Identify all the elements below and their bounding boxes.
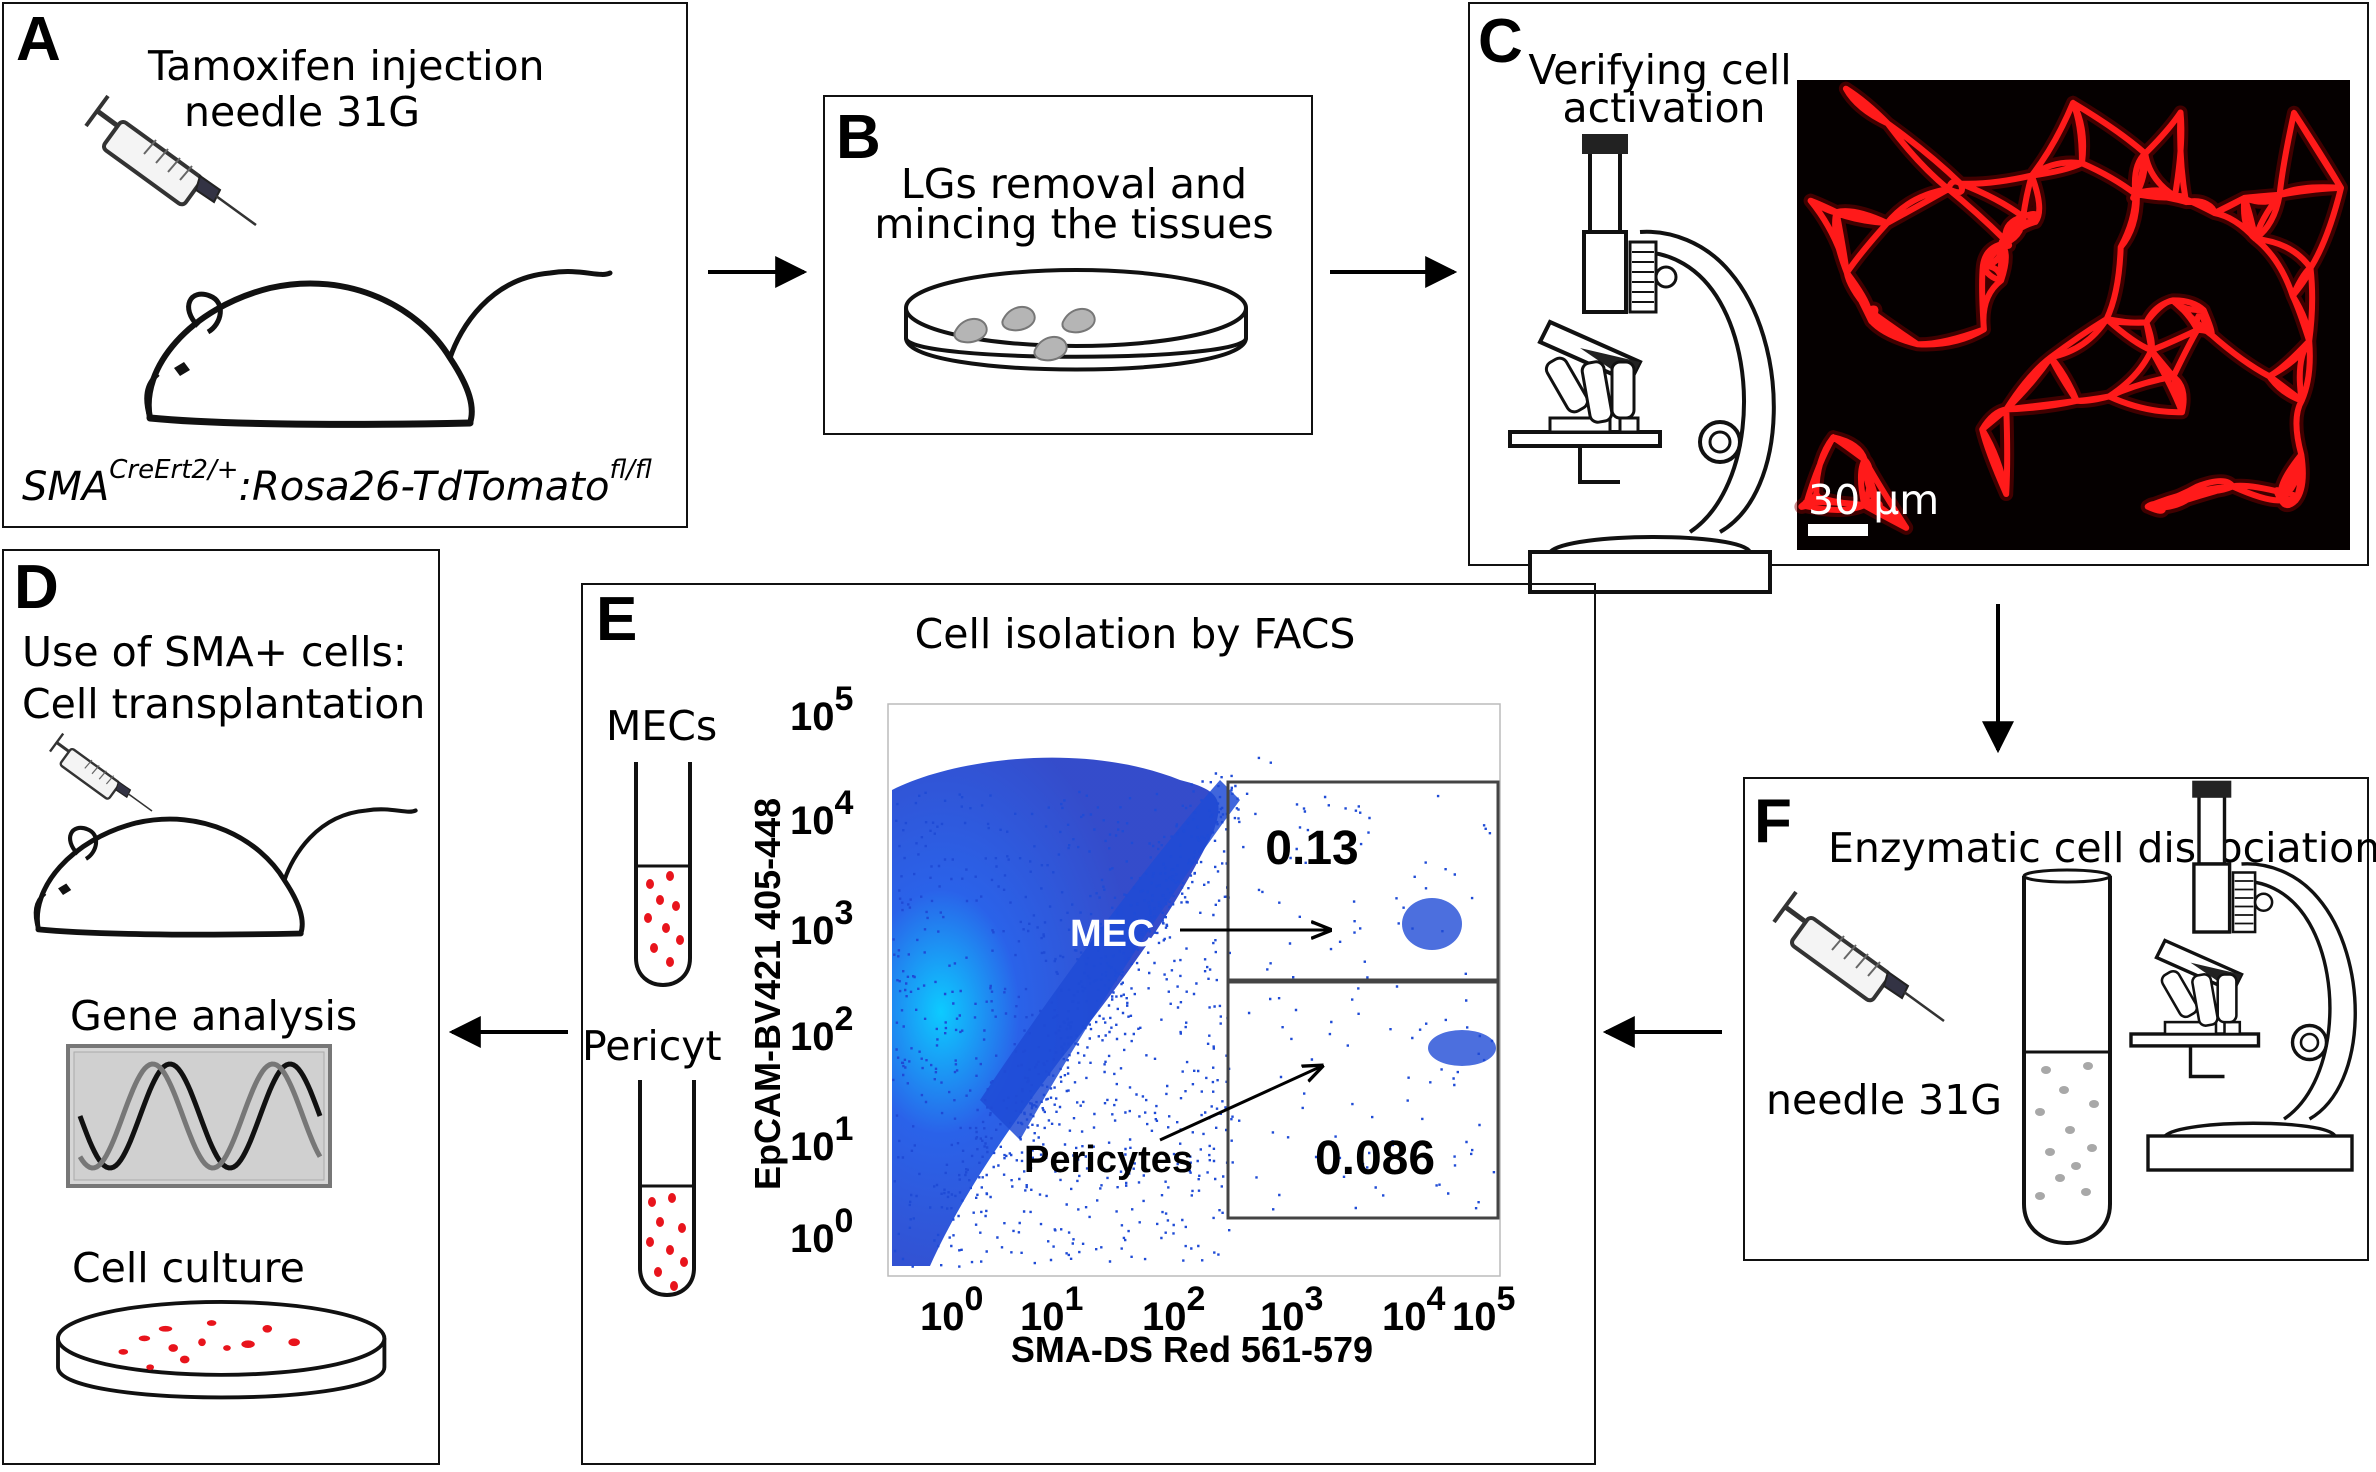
panel-f-frame	[1743, 777, 2369, 1261]
mec-cluster	[1402, 898, 1462, 950]
tube-label-pericytes: Pericyt	[582, 1022, 722, 1070]
syringe-icon	[48, 732, 154, 813]
panel-d-frame	[2, 549, 440, 1465]
facs-plot: 0.13 0.086 MEC Pericytes 100 101 102 103 104…	[747, 680, 1515, 1370]
gene-analysis-label: Gene analysis	[70, 992, 357, 1040]
panel-c-caption-line2: activation	[1562, 84, 1765, 132]
x-tick-label: 100	[920, 1280, 983, 1339]
panel-f-letter: F	[1754, 787, 1792, 856]
y-tick-label: 100	[790, 1202, 853, 1261]
panel-c-frame	[1468, 2, 2369, 566]
mec-label: MEC	[1070, 913, 1154, 955]
panel-a: A Tamoxifen injection needle 31G SMACreE…	[2, 2, 688, 528]
genotype-label: SMACreErt2/+:Rosa26-TdTomatofl/fl	[22, 455, 652, 510]
panel-b: B LGs removal and mincing the tissues	[823, 95, 1313, 435]
scale-bar-label: 30 µm	[1808, 476, 1939, 524]
panel-f-title: Enzymatic cell dissociation	[1828, 824, 2376, 872]
panel-e-title: Cell isolation by FACS	[915, 610, 1356, 658]
panel-b-caption-line1: LGs removal and	[901, 160, 1247, 208]
y-tick-label: 102	[790, 1000, 853, 1059]
microscope-icon	[1508, 132, 1776, 594]
gate-upper	[1226, 780, 1500, 982]
x-tick-label: 101	[1020, 1280, 1083, 1339]
cell-dots	[2035, 1062, 2099, 1200]
mouse-icon	[36, 809, 416, 934]
y-tick-label: 103	[790, 894, 853, 953]
pericytes-arrow	[1159, 1066, 1322, 1142]
facs-density-cloud	[892, 756, 1496, 1268]
panel-a-caption-line2: needle 31G	[184, 88, 420, 136]
tissue-pieces	[953, 306, 1096, 362]
x-tick-label: 103	[1260, 1280, 1323, 1339]
panel-b-letter: B	[836, 103, 881, 172]
scale-bar	[1808, 524, 1868, 536]
pericyte-cluster	[1428, 1030, 1496, 1066]
panel-d-caption-line2: Cell transplantation	[22, 680, 425, 728]
x-tick-label: 102	[1142, 1280, 1205, 1339]
panel-c: C Verifying cell activation 30 µm	[1468, 2, 2369, 594]
y-tick-label: 104	[790, 784, 854, 843]
vessel-branches	[1798, 85, 2344, 531]
gate-upper-value: 0.13	[1265, 822, 1358, 875]
test-tube-pericytes-icon	[638, 1080, 696, 1297]
x-tick-label: 104	[1382, 1280, 1446, 1339]
panel-b-caption-line2: mincing the tissues	[874, 200, 1273, 248]
culture-dish-icon	[56, 1300, 387, 1400]
panel-e-frame	[581, 583, 1596, 1465]
y-axis-ticks: 100 101 102 103 104 105	[790, 680, 854, 1261]
panel-b-frame	[823, 95, 1313, 435]
panel-e-letter: E	[596, 585, 637, 654]
panel-f: F Enzymatic cell dissociation needle 31G	[1743, 777, 2376, 1261]
panel-c-letter: C	[1478, 7, 1523, 76]
panel-a-caption-line1: Tamoxifen injection	[147, 42, 545, 90]
gene-analysis-plot	[66, 1044, 332, 1188]
y-axis-label: EpCAM-BV421 405-448	[747, 798, 788, 1190]
panel-a-frame	[2, 2, 688, 528]
cell-culture-label: Cell culture	[72, 1244, 305, 1292]
panel-e: E Cell isolation by FACS MECs Pericyt	[581, 583, 1596, 1465]
panel-d-caption-line1: Use of SMA+ cells:	[22, 628, 407, 676]
x-axis-label: SMA-DS Red 561-579	[1011, 1329, 1373, 1370]
panel-d: D Use of SMA+ cells: Cell transplantatio…	[2, 549, 440, 1465]
fluorescence-image: 30 µm	[1794, 80, 2350, 550]
mouse-icon	[147, 272, 610, 425]
panel-a-letter: A	[16, 5, 61, 74]
gate-lower	[1226, 980, 1500, 1220]
facs-diagonal-population	[980, 780, 1240, 1140]
y-tick-label: 105	[790, 680, 853, 739]
x-tick-label: 105	[1452, 1280, 1515, 1339]
y-tick-label: 101	[790, 1110, 853, 1169]
tdtomato-network	[1794, 81, 2348, 535]
test-tube-icon	[2022, 868, 2112, 1245]
test-tube-mecs-icon	[634, 762, 692, 987]
tube-label-mecs: MECs	[606, 702, 717, 750]
gate-lower-value: 0.086	[1315, 1132, 1435, 1185]
panel-f-needle-label: needle 31G	[1766, 1076, 2002, 1124]
panel-c-caption-line1: Verifying cell	[1528, 46, 1791, 94]
pericytes-label: Pericytes	[1024, 1139, 1193, 1181]
panel-d-letter: D	[14, 553, 59, 622]
syringe-icon	[1774, 892, 1944, 1021]
